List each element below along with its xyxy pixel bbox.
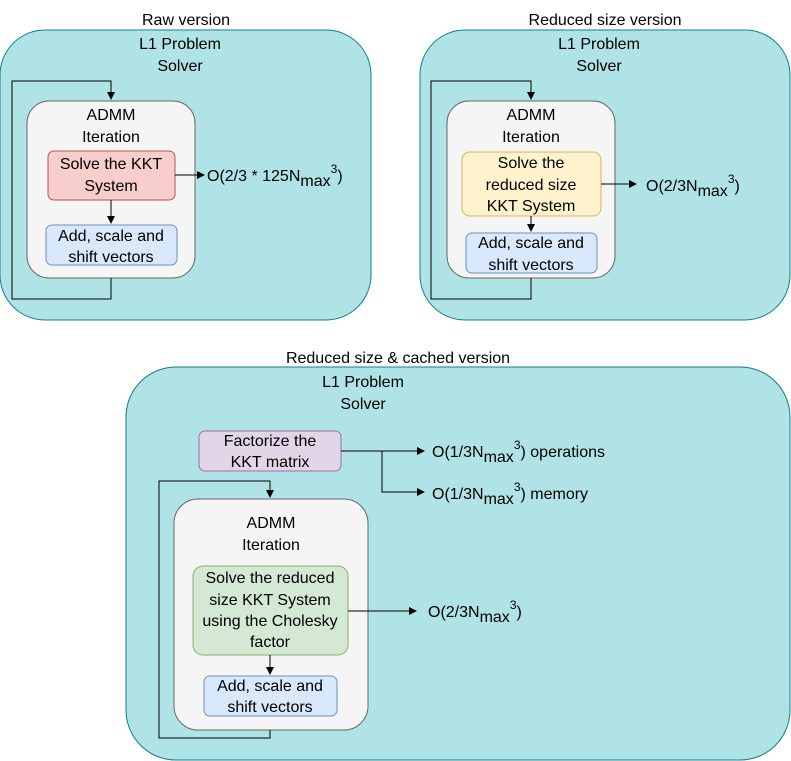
reduced-kkt-label-line2: reduced size (486, 177, 577, 194)
reduced-kkt-label-line1: Solve the (498, 155, 565, 172)
factorize-memory-arrow (381, 451, 425, 496)
reduced-admm-label-line2: Iteration (502, 129, 560, 146)
raw-version-title: Raw version (142, 12, 230, 29)
cached-version-title: Reduced size & cached version (286, 350, 510, 367)
cached-kkt-label-line3: using the Cholesky (202, 613, 337, 630)
raw-solver-label-line1: L1 Problem (139, 36, 221, 53)
reduced-solver-label-line2: Solver (576, 58, 622, 75)
factorize-label-line1: Factorize the (224, 433, 317, 450)
factorize-memory-label: O(1/3Nmax3) memory (432, 480, 588, 508)
cached-vectors-box (203, 675, 338, 717)
raw-admm-label-line1: ADMM (87, 107, 136, 124)
raw-vectors-label-line1: Add, scale and (58, 228, 164, 245)
cached-kkt-label-line2: size KKT System (209, 592, 331, 609)
reduced-admm-label-line1: ADMM (507, 107, 556, 124)
reduced-solver-label-line1: L1 Problem (558, 36, 640, 53)
cached-admm-label-line1: ADMM (247, 515, 296, 532)
cached-vectors-label-line1: Add, scale and (217, 678, 323, 695)
reduced-vectors-label-line1: Add, scale and (478, 235, 584, 252)
raw-kkt-label-line1: Solve the KKT (60, 156, 163, 173)
raw-admm-label-line2: Iteration (82, 129, 140, 146)
cached-solver-label-line1: L1 Problem (322, 374, 404, 391)
raw-loop-arrow (11, 80, 115, 300)
cached-loop-arrow (158, 480, 274, 739)
cached-complexity-label: O(2/3Nmax3) (428, 598, 522, 626)
reduced-vectors-box (465, 232, 598, 274)
raw-kkt-label-line2: System (84, 178, 137, 195)
raw-vectors-box (45, 224, 178, 266)
raw-complexity-label: O(2/3 * 125Nmax3) (207, 162, 343, 190)
reduced-vectors-label-line2: shift vectors (488, 257, 573, 274)
cached-kkt-label-line4: factor (250, 634, 291, 651)
cached-kkt-label-line1: Solve the reduced (206, 570, 335, 587)
reduced-version-panel: Reduced size version L1 Problem Solver A… (419, 12, 791, 321)
raw-solver-label-line2: Solver (157, 58, 203, 75)
factorize-label-line2: KKT matrix (231, 454, 310, 471)
cached-solver-label-line2: Solver (340, 396, 386, 413)
reduced-loop-arrow (430, 80, 535, 300)
factorize-operations-label: O(1/3Nmax3) operations (432, 438, 605, 466)
cached-admm-label-line2: Iteration (242, 537, 300, 554)
reduced-complexity-label: O(2/3Nmax3) (646, 172, 740, 200)
reduced-kkt-label-line3: KKT System (487, 198, 576, 215)
cached-version-panel: Reduced size & cached version L1 Problem… (125, 350, 791, 761)
raw-version-panel: Raw version L1 Problem Solver ADMM Itera… (0, 12, 372, 321)
raw-vectors-label-line2: shift vectors (68, 249, 153, 266)
cached-vectors-label-line2: shift vectors (227, 699, 312, 716)
reduced-version-title: Reduced size version (529, 12, 682, 29)
